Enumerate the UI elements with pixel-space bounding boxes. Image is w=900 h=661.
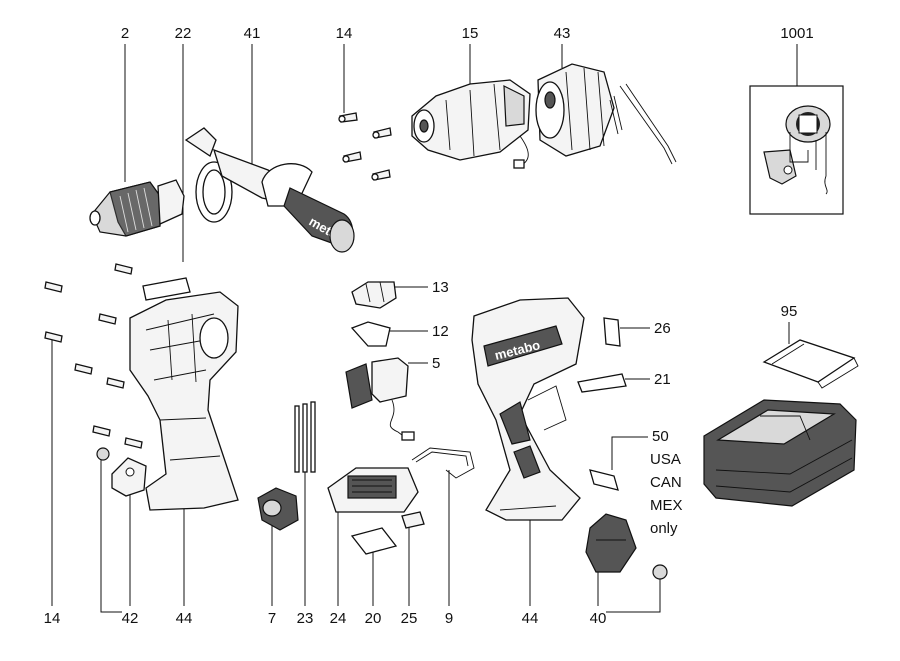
belt-hook-part-42 (96, 447, 147, 497)
callout-24: 24 (330, 610, 347, 627)
callout-26: 26 (654, 320, 671, 337)
callout-50: 50 (652, 428, 669, 445)
callout-22: 22 (175, 25, 192, 42)
callout-40: 40 (590, 610, 607, 627)
callout-13: 13 (432, 279, 449, 296)
screws-part-14-top (338, 112, 392, 181)
leader-lines (51, 44, 798, 613)
battery-pack (703, 399, 857, 507)
callout-41: 41 (244, 25, 261, 42)
callout-21: 21 (654, 371, 671, 388)
note-line-2: CAN (650, 474, 682, 491)
callout-5: 5 (432, 355, 440, 372)
callout-15: 15 (462, 25, 479, 42)
note-line-1: USA (650, 451, 681, 468)
housing-half-part-44-left (129, 291, 239, 511)
callout-23: 23 (297, 610, 314, 627)
note-line-3: MEX (650, 497, 683, 514)
callout-50-note: USA CAN MEX only (650, 451, 683, 537)
bracket-part-9 (411, 447, 475, 479)
callout-14-bottom: 14 (44, 610, 61, 627)
motor-part-43 (535, 63, 677, 165)
housing-half-part-44-right: metabo (471, 297, 585, 521)
callout-12: 12 (432, 323, 449, 340)
screws-part-14-left (44, 263, 143, 449)
callout-44-left: 44 (176, 610, 193, 627)
chuck-part-2 (89, 179, 185, 237)
belt-clip-part-40 (585, 513, 668, 580)
callout-44-right: 44 (522, 610, 539, 627)
callout-labels: 2 22 41 14 15 43 1001 13 12 5 26 21 95 5… (44, 25, 814, 627)
callout-95: 95 (781, 303, 798, 320)
callout-7: 7 (268, 610, 276, 627)
trigger-slide-part-12 (350, 321, 391, 347)
callout-20: 20 (365, 610, 382, 627)
callout-2: 2 (121, 25, 129, 42)
label-part-26 (603, 317, 621, 347)
callout-25: 25 (401, 610, 418, 627)
switch-part-5 (345, 357, 415, 441)
electronics-board-part-24 (327, 467, 419, 513)
callout-43: 43 (554, 25, 571, 42)
callout-14-top: 14 (336, 25, 353, 42)
wiring-inset-part-1001 (749, 85, 844, 215)
rods-part-23 (294, 401, 316, 473)
switch-cap-part-13 (351, 281, 397, 309)
note-line-4: only (650, 520, 678, 537)
label-part-21 (577, 373, 627, 393)
side-handle-part-41: metabo (184, 127, 355, 253)
label-part-22 (142, 277, 191, 301)
labels-26-21-50 (577, 317, 627, 491)
label-part-50 (589, 469, 619, 491)
callout-42: 42 (122, 610, 139, 627)
pad-part-20 (350, 527, 398, 555)
callout-1001: 1001 (780, 25, 813, 42)
contact-part-25 (401, 511, 425, 529)
gearbox-part-15 (411, 79, 531, 169)
contact-plate-part-95 (762, 339, 859, 389)
callout-9: 9 (445, 610, 453, 627)
led-holder-part-7 (257, 487, 299, 531)
